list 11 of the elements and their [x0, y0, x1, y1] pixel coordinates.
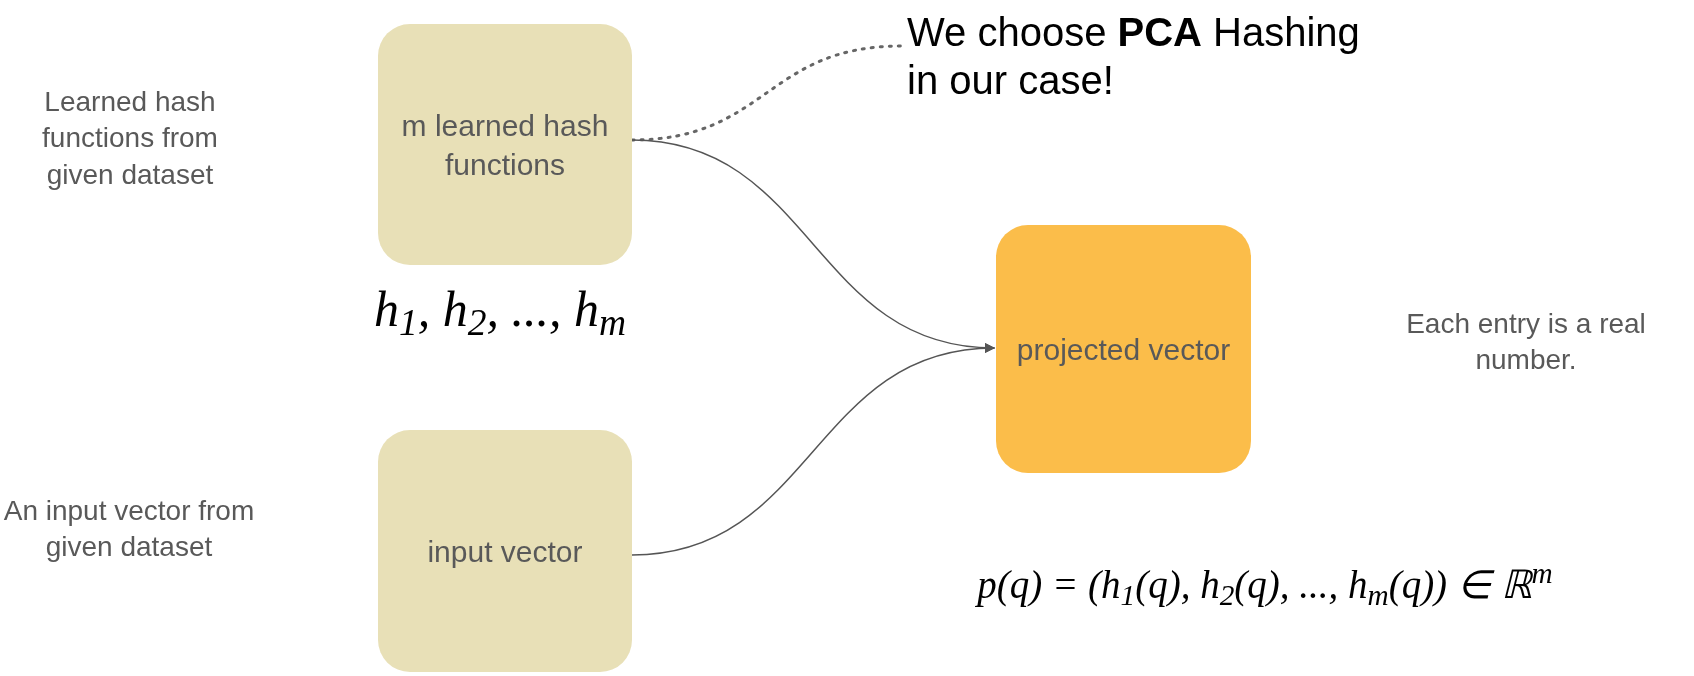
math-formula: p(q) = (h$_{1}$(q), h$_{2}$(q), ..., h$_{m}$(q)) ∈ ℝ$^{m}$	[974, 556, 1554, 614]
note-text: We choose PCA Hashing in our case!	[907, 8, 1367, 108]
arrow	[631, 343, 995, 556]
process-box: m learned hash functions	[378, 24, 632, 265]
side-note: Each entry is a real number.	[1405, 307, 1647, 378]
side-note: An input vector from given dataset	[2, 494, 256, 565]
dotted-line	[630, 44, 903, 142]
side-note: Learned hash functions from given dataset	[41, 85, 219, 192]
result-box: projected vector	[996, 225, 1251, 473]
math-formula: h$_{1}$, h$_{2}$, ..., h$_{m}$	[372, 280, 628, 346]
process-box: input vector	[378, 430, 632, 672]
